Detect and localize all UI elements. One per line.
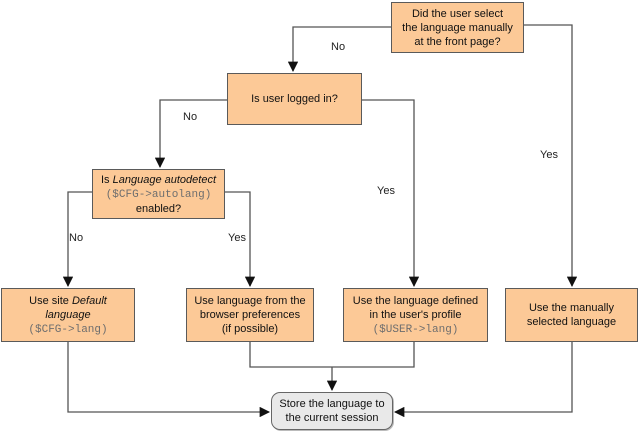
node-autodetect-post: enabled? (135, 202, 182, 215)
edge-label-yes-front: Yes (540, 149, 558, 161)
edge-label-no-autodetect: No (69, 232, 84, 244)
node-site-default-pre: Use site (29, 294, 72, 307)
node-browser-pref-text: Use language from the browser preference… (194, 295, 306, 335)
node-browser-preferences: Use language from the browser preference… (186, 288, 314, 342)
node-autodetect-em: Language autodetect (112, 173, 216, 186)
node-store-text: Store the language to the current sessio… (279, 398, 385, 424)
node-autodetect-question: Is Language autodetect ($CFG->autolang) … (92, 169, 225, 219)
node-manually-selected-language: Use the manually selected language (505, 288, 638, 342)
connector-manual-store (393, 342, 573, 418)
node-logged-in-text: Is user logged in? (251, 93, 338, 105)
node-user-profile-pre: Use the language defined in the user's p… (352, 294, 479, 321)
connector-sitedefault-store (67, 342, 271, 418)
node-autodetect-code: ($CFG->autolang) (105, 188, 212, 201)
node-site-default-language: Use site Default language ($CFG->lang) (1, 288, 135, 342)
node-user-profile-language: Use the language defined in the user's p… (343, 288, 488, 342)
edge-label-yes-logged: Yes (377, 185, 395, 197)
node-manual-lang-text: Use the manually selected language (526, 302, 617, 328)
node-autodetect-text: Is Language autodetect ($CFG->autolang) … (101, 173, 216, 216)
node-user-profile-code: ($USER->lang) (372, 323, 459, 336)
node-site-default-text: Use site Default language ($CFG->lang) (6, 294, 130, 337)
node-site-default-em: Default language (45, 294, 107, 321)
connector-middle-bus (249, 342, 415, 368)
node-autodetect-pre: Is (101, 173, 113, 186)
node-site-default-code: ($CFG->lang) (28, 323, 108, 336)
edge-label-no-front: No (331, 41, 346, 53)
edge-label-no-logged: No (183, 111, 198, 123)
node-store-session: Store the language to the current sessio… (271, 392, 393, 430)
node-front-page-question: Did the user select the language manuall… (391, 2, 524, 53)
node-front-page-text: Did the user select the language manuall… (402, 7, 513, 48)
node-user-profile-text: Use the language defined in the user's p… (353, 294, 478, 337)
edge-label-yes-autodetect: Yes (228, 232, 246, 244)
node-logged-in-question: Is user logged in? (227, 73, 362, 125)
